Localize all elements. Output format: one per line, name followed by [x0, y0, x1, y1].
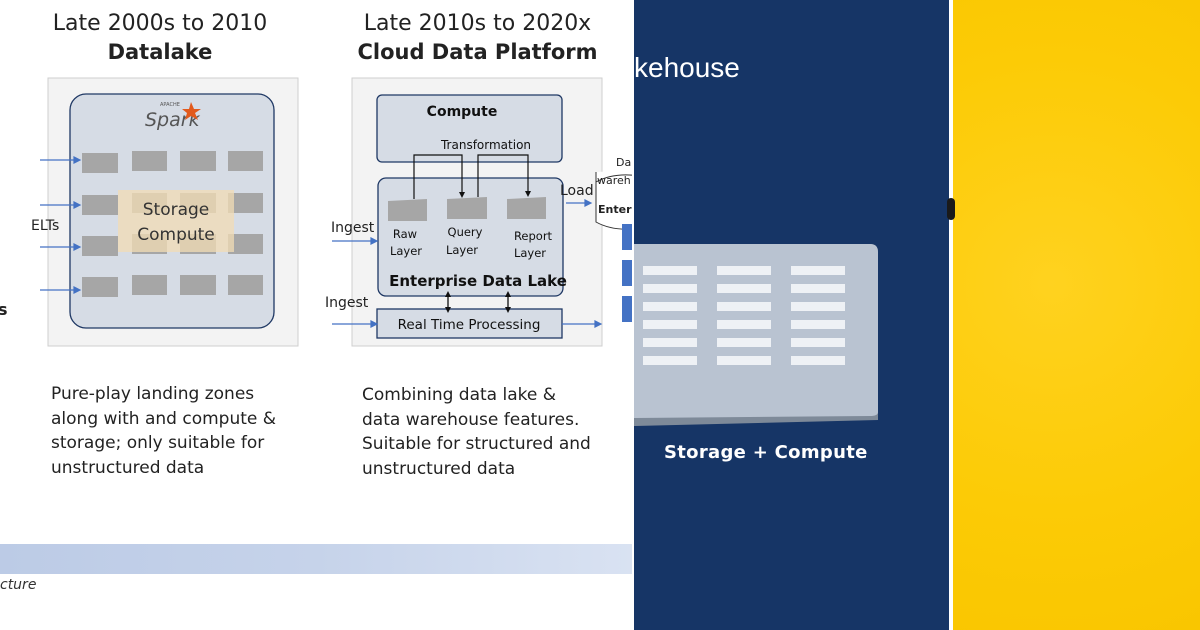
- datalake-description: Pure-play landing zones along with and c…: [51, 382, 321, 480]
- warehouse-label-3: Enter: [598, 203, 632, 216]
- cloud-desc-line: data warehouse features.: [362, 409, 580, 430]
- datalake-desc-line: storage; only suitable for: [51, 433, 265, 453]
- realtime-label: Real Time Processing: [398, 317, 541, 333]
- lakehouse-heading-partial: kehouse: [634, 52, 740, 83]
- partial-blue-box-1: [622, 224, 632, 250]
- query-layer-block: [447, 197, 487, 219]
- input-arrows: [40, 156, 82, 294]
- footer-partial-text: cture: [0, 577, 37, 593]
- ingest-label-top: Ingest: [331, 220, 375, 236]
- cloud-desc-line: unstructured data: [362, 458, 516, 479]
- cloud-desc-line: Suitable for structured and: [362, 434, 591, 454]
- report-layer-label-1: Report: [514, 229, 553, 243]
- spark-logo-small: APACHE: [160, 102, 180, 108]
- compute-box: [376, 94, 563, 163]
- partial-dark-shape: [947, 198, 955, 220]
- datalake-title: Datalake: [107, 40, 213, 64]
- overlay-storage-label: Storage: [143, 200, 210, 220]
- yellow-slide: [953, 0, 1200, 630]
- load-label: Load: [560, 183, 594, 199]
- evolution-slide: Late 2000s to 2010 Datalake Late 2010s t…: [0, 11, 632, 593]
- datalake-era: Late 2000s to 2010: [52, 11, 268, 36]
- datalake-desc-line: along with and compute &: [51, 408, 277, 429]
- ingest-arrows: [332, 199, 603, 328]
- storage-compute-overlay: [118, 190, 234, 252]
- cloud-platform-diagram: Compute Transformation Raw Layer Query L…: [325, 77, 632, 347]
- storage-blocks: [82, 151, 263, 297]
- warehouse-label-2: wareh: [597, 174, 631, 187]
- platform-grid-cells: [643, 266, 845, 365]
- query-layer-label-1: Query: [448, 225, 483, 239]
- report-layer-label-2: Layer: [514, 246, 546, 260]
- enterprise-lake-label: Enterprise Data Lake: [389, 272, 567, 290]
- elts-label: ELTs: [31, 218, 59, 234]
- datalake-desc-line: unstructured data: [51, 457, 205, 478]
- panel-divider: [949, 0, 953, 630]
- cloud-platform-description: Combining data lake & data warehouse fea…: [362, 383, 628, 481]
- cloud-platform-title: Cloud Data Platform: [357, 40, 598, 64]
- transformation-label: Transformation: [440, 138, 531, 152]
- compute-label: Compute: [427, 104, 498, 120]
- ingest-label-bottom: Ingest: [325, 295, 369, 311]
- cloud-desc-line: Combining data lake &: [362, 385, 557, 405]
- datalake-desc-line: Pure-play landing zones: [51, 384, 255, 404]
- datalake-heading: Late 2000s to 2010 Datalake: [40, 11, 280, 64]
- partial-blue-box-2: [622, 260, 632, 286]
- left-edge-partial-text: s: [0, 300, 8, 319]
- report-layer-block: [507, 197, 546, 219]
- cloud-platform-heading: Late 2010s to 2020x Cloud Data Platform: [345, 11, 610, 64]
- transformation-arrows: [413, 154, 529, 199]
- overlay-compute-label: Compute: [137, 225, 215, 245]
- cloud-platform-era: Late 2010s to 2020x: [363, 11, 592, 36]
- query-layer-label-2: Layer: [446, 243, 478, 257]
- raw-layer-label-2: Layer: [390, 244, 422, 258]
- storage-compute-caption: Storage + Compute: [664, 442, 868, 463]
- spark-star-icon: [182, 102, 201, 120]
- warehouse-cylinder: [595, 170, 632, 230]
- raw-layer-block: [388, 199, 427, 221]
- realtime-box: [376, 308, 563, 339]
- warehouse-label-1: Da: [616, 156, 631, 169]
- storage-compute-platform: [634, 244, 878, 426]
- partial-blue-box-3: [622, 296, 632, 322]
- raw-layer-label-1: Raw: [393, 227, 417, 241]
- footer-bar: [0, 544, 632, 574]
- datalake-diagram: Spark APACHE Storage Compute ELTs: [31, 77, 299, 347]
